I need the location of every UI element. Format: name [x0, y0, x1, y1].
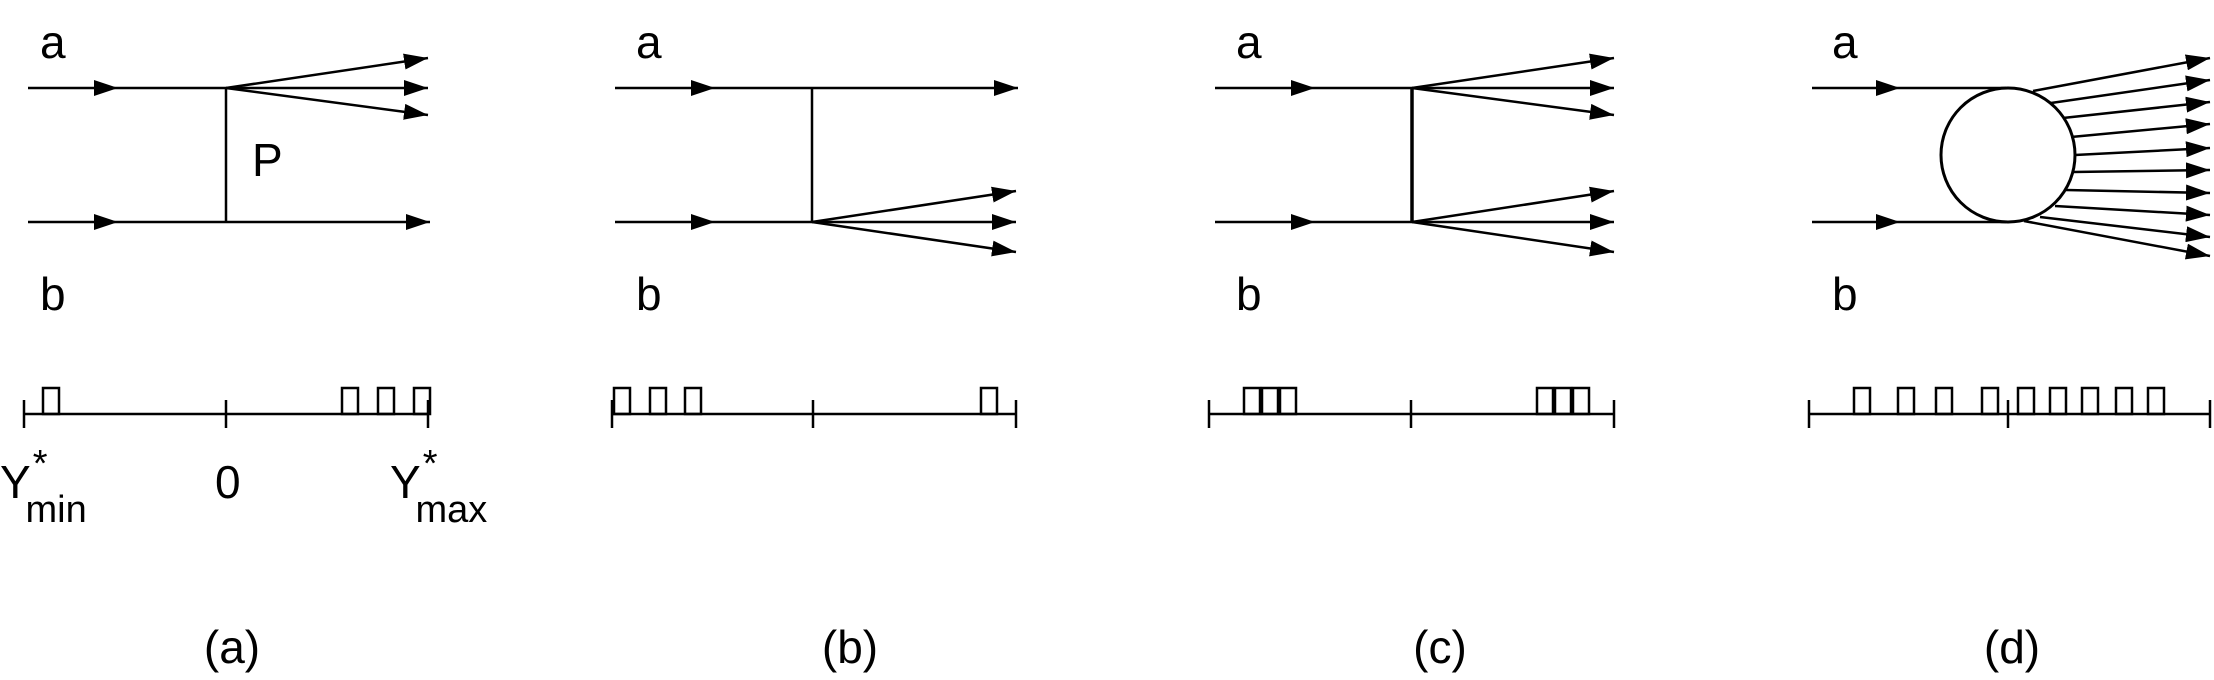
- particle-bin: [979, 386, 999, 416]
- particle-bin: [376, 386, 396, 416]
- ymax-label: Y*max: [390, 443, 487, 531]
- panel-caption: (c): [1413, 621, 1467, 673]
- particle-bin: [1260, 386, 1280, 416]
- outgoing-jet-b-3: [1411, 220, 1615, 257]
- panel-b: a b (b): [610, 16, 1018, 673]
- rapidity-axis-c: [1207, 386, 1616, 428]
- particle-b-label: b: [1236, 268, 1262, 320]
- particle-bin: [612, 386, 632, 416]
- particle-bin: [1980, 386, 2000, 416]
- particle-a-label: a: [1832, 16, 1858, 68]
- particle-b-label: b: [40, 268, 66, 320]
- outgoing-jet-a-3: [1411, 86, 1615, 120]
- particle-bin: [41, 386, 61, 416]
- particle-bin: [412, 386, 432, 416]
- rapidity-axis-d: [1807, 386, 2212, 428]
- outgoing-particle: [2050, 75, 2211, 105]
- particle-bin: [2146, 386, 2166, 416]
- panel-d: a b: [1807, 16, 2212, 673]
- particle-a-label: a: [1236, 16, 1262, 68]
- center-zero-label: 0: [215, 456, 241, 508]
- outgoing-particle: [2054, 204, 2211, 222]
- beam-lines-c: [1215, 53, 1615, 257]
- beam-lines-b: [615, 80, 1018, 257]
- outgoing-jet-1: [225, 53, 429, 90]
- particle-bin: [340, 386, 360, 416]
- panel-caption: (d): [1984, 621, 2040, 673]
- particle-bin: [1571, 386, 1591, 416]
- panel-caption: (b): [822, 621, 878, 673]
- particle-bin: [1934, 386, 1954, 416]
- particle-b-label: b: [636, 268, 662, 320]
- panel-caption: (a): [204, 621, 260, 673]
- particle-bin: [1242, 386, 1262, 416]
- particle-bin: [648, 386, 668, 416]
- outgoing-jet-3: [225, 86, 429, 120]
- particle-b-label: b: [1832, 268, 1858, 320]
- particle-bin: [1278, 386, 1298, 416]
- particle-bin: [2114, 386, 2134, 416]
- outgoing-particle: [2072, 162, 2211, 179]
- particle-bin: [1852, 386, 1872, 416]
- outgoing-jet-a-1: [1411, 53, 1615, 90]
- panel-a: a b P Y*min 0 Y*max (a): [0, 16, 487, 673]
- outgoing-particle: [2070, 118, 2211, 139]
- ymin-label: Y*min: [0, 443, 87, 531]
- outgoing-particle: [2039, 215, 2211, 243]
- rapidity-axis-a: [22, 386, 432, 428]
- particle-bin: [2048, 386, 2068, 416]
- interaction-blob: [1939, 86, 2077, 224]
- rapidity-axis-b: [610, 386, 1018, 428]
- particle-bin: [2016, 386, 2036, 416]
- particle-bin: [1553, 386, 1573, 416]
- beam-lines-d: [1812, 54, 2211, 260]
- particle-bin: [1535, 386, 1555, 416]
- particle-bin: [2080, 386, 2100, 416]
- particle-bin: [1896, 386, 1916, 416]
- outgoing-particle: [2032, 54, 2211, 93]
- outgoing-particle: [2023, 219, 2211, 260]
- particle-a-label: a: [636, 16, 662, 68]
- outgoing-jet-b-1: [1411, 186, 1615, 224]
- outgoing-jet-1: [811, 186, 1017, 224]
- outgoing-jet-3: [811, 220, 1017, 257]
- beam-lines-a: [28, 53, 430, 230]
- axis-labels-a: Y*min 0 Y*max: [0, 443, 487, 531]
- outgoing-particle: [2062, 96, 2211, 120]
- pomeron-label: P: [252, 134, 283, 186]
- outgoing-particle: [2065, 184, 2211, 201]
- outgoing-particle: [2074, 141, 2211, 158]
- panel-c: a b (c): [1207, 16, 1616, 673]
- particle-bin: [683, 386, 703, 416]
- particle-a-label: a: [40, 16, 66, 68]
